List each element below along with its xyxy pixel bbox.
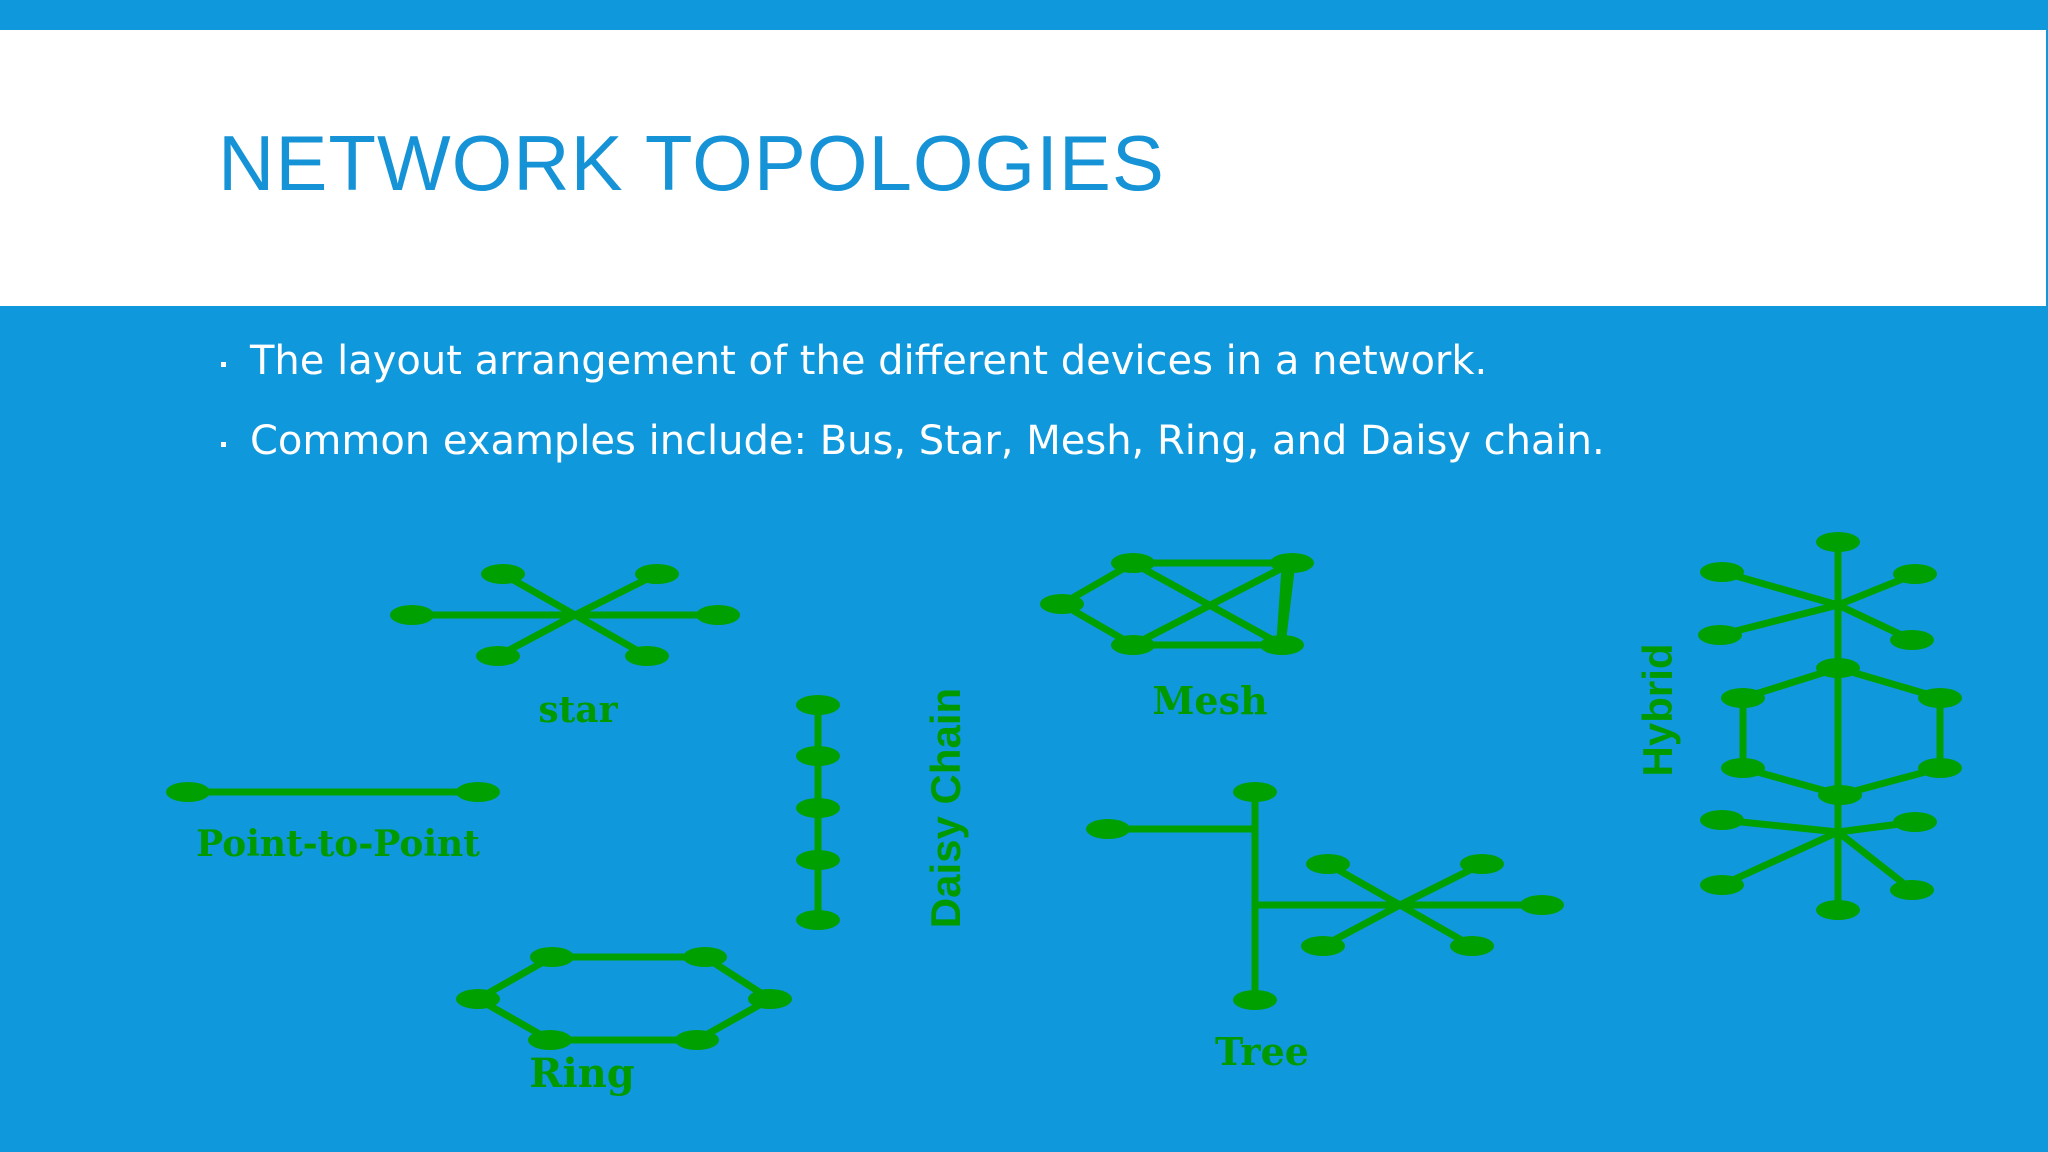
- bullet-text: The layout arrangement of the different …: [250, 338, 1488, 384]
- bullet-list: The layout arrangement of the different …: [218, 338, 1605, 498]
- top-accent-strip: [0, 0, 2048, 30]
- bullet-marker: [221, 362, 226, 367]
- mesh-label: Mesh: [1152, 678, 1267, 723]
- bullet-marker: [221, 442, 226, 447]
- tree-label: Tree: [1215, 1029, 1309, 1074]
- bullet-item: Common examples include: Bus, Star, Mesh…: [218, 418, 1605, 498]
- star-label: star: [538, 689, 618, 731]
- bullet-item: The layout arrangement of the different …: [218, 338, 1605, 418]
- daisy-chain-label: Daisy Chain: [922, 688, 969, 928]
- tree-topology: Tree: [1086, 782, 1564, 1074]
- bullet-text: Common examples include: Bus, Star, Mesh…: [250, 418, 1605, 464]
- ring-topology: Ring: [456, 947, 792, 1097]
- title-band: [0, 30, 2046, 306]
- hybrid-label: Hybrid: [1634, 643, 1681, 776]
- star-topology: star: [390, 564, 740, 731]
- point-to-point-label: Point-to-Point: [196, 823, 480, 865]
- slide-title: NETWORK TOPOLOGIES: [218, 119, 1165, 207]
- point-to-point-topology: Point-to-Point: [166, 782, 500, 865]
- mesh-topology: Mesh: [1040, 553, 1314, 723]
- daisy-chain-topology: Daisy Chain: [796, 688, 969, 930]
- hybrid-topology: Hybrid: [1634, 532, 1962, 920]
- ring-label: Ring: [529, 1050, 635, 1097]
